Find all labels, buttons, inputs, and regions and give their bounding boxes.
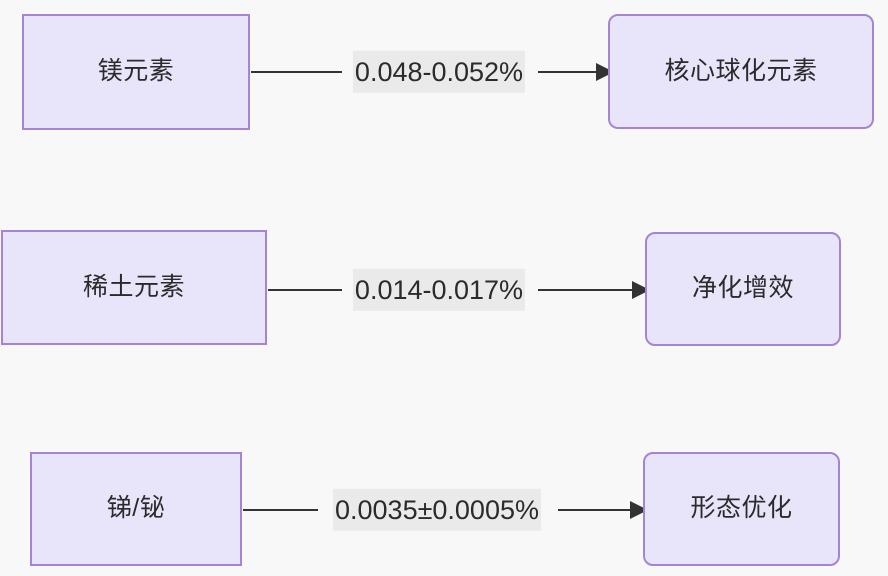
node-target-morphology-optimization[interactable]: 形态优化 <box>643 452 840 566</box>
node-source-rare-earth[interactable]: 稀土元素 <box>1 230 267 345</box>
node-source-magnesium[interactable]: 镁元素 <box>22 14 250 130</box>
edge-label-row-2: 0.014-0.017% <box>352 268 526 312</box>
edge-label-row-3: 0.0035±0.0005% <box>333 488 541 532</box>
node-target-purification-enhancement[interactable]: 净化增效 <box>645 232 841 346</box>
node-target-core-spheroidizing-element[interactable]: 核心球化元素 <box>608 14 874 129</box>
edge-label-row-1: 0.048-0.052% <box>352 50 526 94</box>
node-source-antimony-bismuth[interactable]: 锑/铋 <box>30 452 242 566</box>
